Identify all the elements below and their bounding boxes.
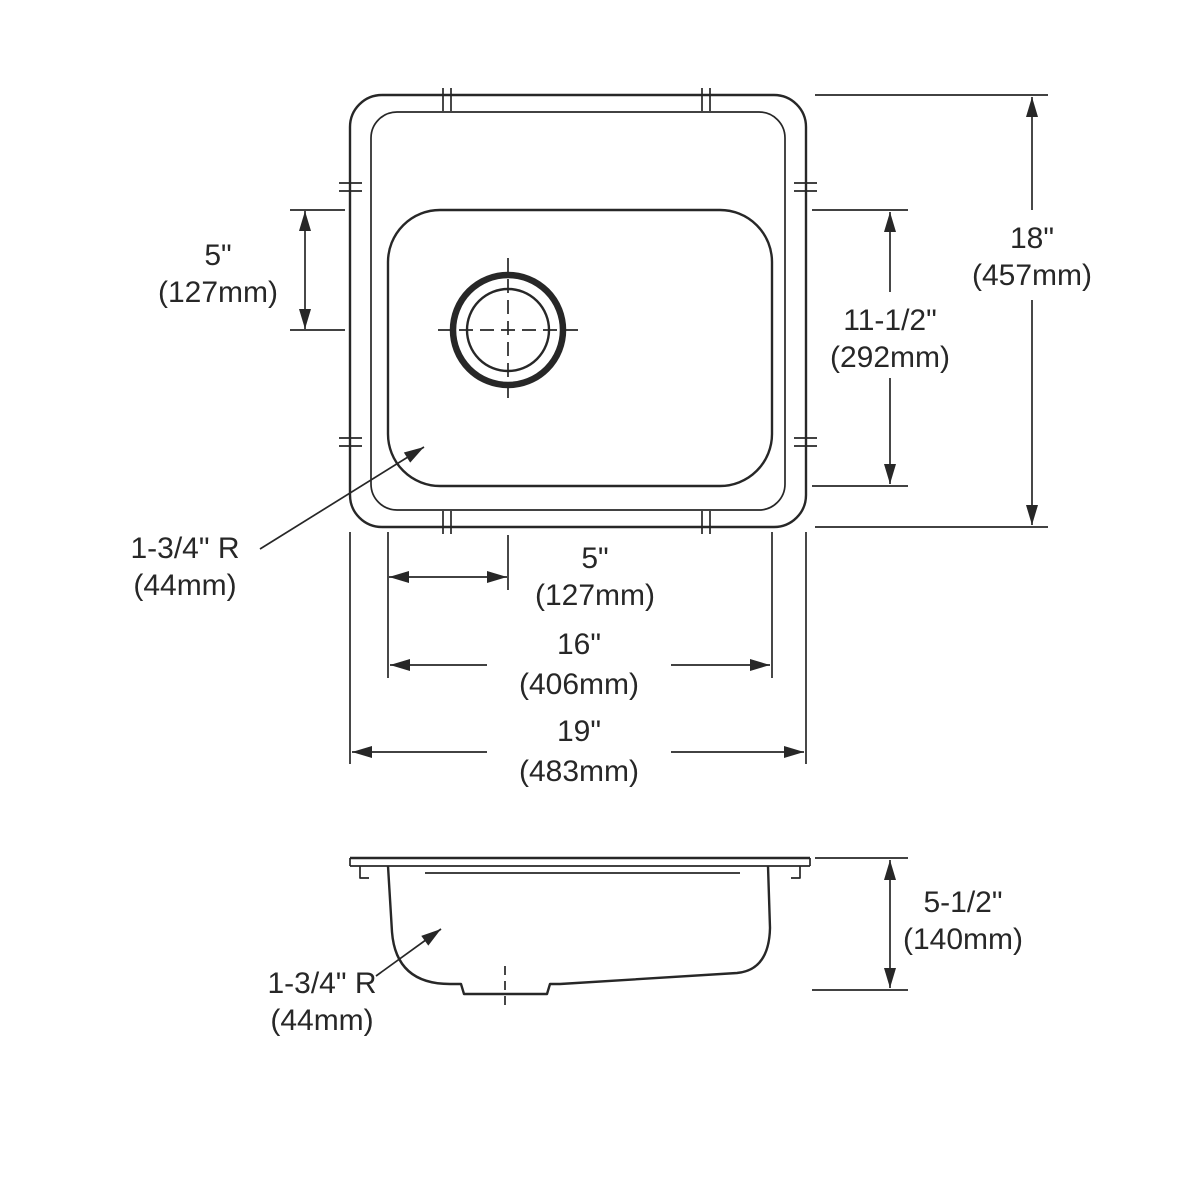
dim-label-overall-width-in: 19" xyxy=(557,715,601,748)
dim-corner-radius-plan: 1-3/4" R (44mm) xyxy=(130,446,425,602)
dim-bowl-depth: 5-1/2" (140mm) xyxy=(812,857,1023,991)
dim-label-bowl-fb-in: 11-1/2" xyxy=(843,304,937,337)
dim-label-bowl-depth-mm: (140mm) xyxy=(903,923,1023,956)
dim-bowl-front-back: 11-1/2" (292mm) xyxy=(812,209,950,487)
dim-drain-offset-horizontal: 5" (127mm) xyxy=(389,535,655,612)
dim-label-drain-offset-h-mm: (127mm) xyxy=(535,579,655,612)
bowl-profile-outline xyxy=(386,865,772,996)
dim-label-radius-profile-r: 1-3/4" R xyxy=(267,967,376,1000)
dim-label-radius-plan-r: 1-3/4" R xyxy=(130,532,239,565)
sink-outer-edge xyxy=(348,93,808,529)
dimensions: 5" (127mm) 11-1/2" (292mm) 18" (457mm) 1… xyxy=(130,94,1092,1037)
clip-hook-right xyxy=(791,866,801,879)
dim-label-bowl-fb-mm: (292mm) xyxy=(830,341,950,374)
dim-label-overall-fb-in: 18" xyxy=(1010,222,1054,255)
dim-label-bowl-width-in: 16" xyxy=(557,628,601,661)
dim-label-drain-offset-v-mm: (127mm) xyxy=(158,276,278,309)
dim-label-drain-offset-h-in: 5" xyxy=(581,542,608,575)
plan-view xyxy=(339,88,817,534)
dim-label-bowl-depth-in: 5-1/2" xyxy=(923,886,1002,919)
dim-label-radius-plan-mm: (44mm) xyxy=(133,569,236,602)
dim-overall-width: 19" (483mm) xyxy=(349,532,807,788)
dim-overall-front-back: 18" (457mm) xyxy=(815,94,1092,528)
dim-label-overall-fb-mm: (457mm) xyxy=(972,259,1092,292)
dim-label-overall-width-mm: (483mm) xyxy=(519,755,639,788)
clip-hook-left xyxy=(359,866,369,879)
dim-drain-offset-vertical: 5" (127mm) xyxy=(158,209,345,331)
dim-label-drain-offset-v-in: 5" xyxy=(204,239,231,272)
sink-rim-inner-edge xyxy=(370,111,786,511)
bowl-bottom-edge xyxy=(386,208,774,488)
dim-bowl-width: 16" (406mm) xyxy=(387,532,773,701)
dim-label-radius-profile-mm: (44mm) xyxy=(270,1004,373,1037)
dim-label-bowl-width-mm: (406mm) xyxy=(519,668,639,701)
profile-view xyxy=(349,856,811,1006)
mounting-clip-marks xyxy=(339,88,817,534)
dim-corner-radius-profile: 1-3/4" R (44mm) xyxy=(267,928,442,1037)
